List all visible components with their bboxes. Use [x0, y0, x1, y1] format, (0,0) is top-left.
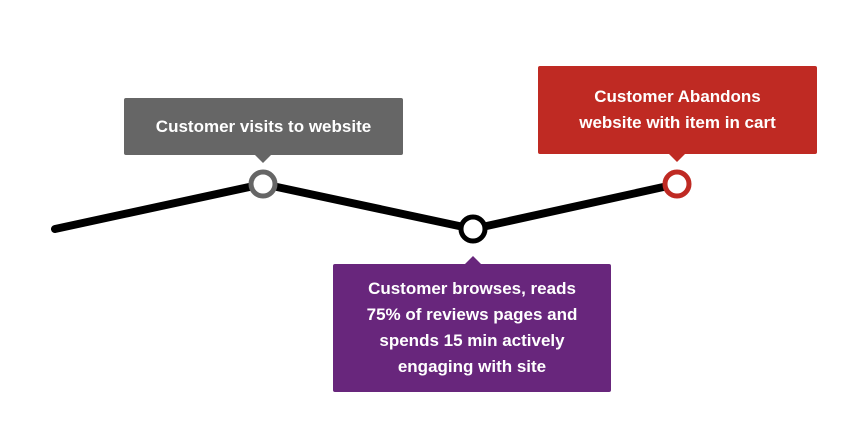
callout-visit-line: Customer visits to website	[155, 116, 372, 136]
callout-browse-line: 75% of reviews pages and	[366, 305, 578, 324]
callout-browse-line: engaging with site	[397, 357, 547, 376]
callout-browse-line: Customer browses, reads	[368, 279, 576, 298]
callout-abandon-line: website with item in cart	[579, 113, 776, 132]
callout-abandon-line: Customer Abandons	[594, 87, 761, 106]
callout-browse-pointer	[465, 256, 481, 264]
callout-abandon-pointer	[669, 154, 685, 162]
node-abandon	[662, 169, 692, 199]
callout-abandon: Customer Abandons website with item in c…	[538, 66, 817, 162]
journey-path	[51, 180, 681, 233]
callout-browse: Customer browses, reads 75% of reviews p…	[333, 256, 611, 392]
node-visit	[248, 169, 278, 199]
callout-browse-line: spends 15 min actively	[379, 331, 565, 350]
node-browse	[458, 214, 488, 244]
callout-visit: Customer visits to website	[124, 98, 403, 163]
callout-visit-pointer	[255, 155, 271, 163]
